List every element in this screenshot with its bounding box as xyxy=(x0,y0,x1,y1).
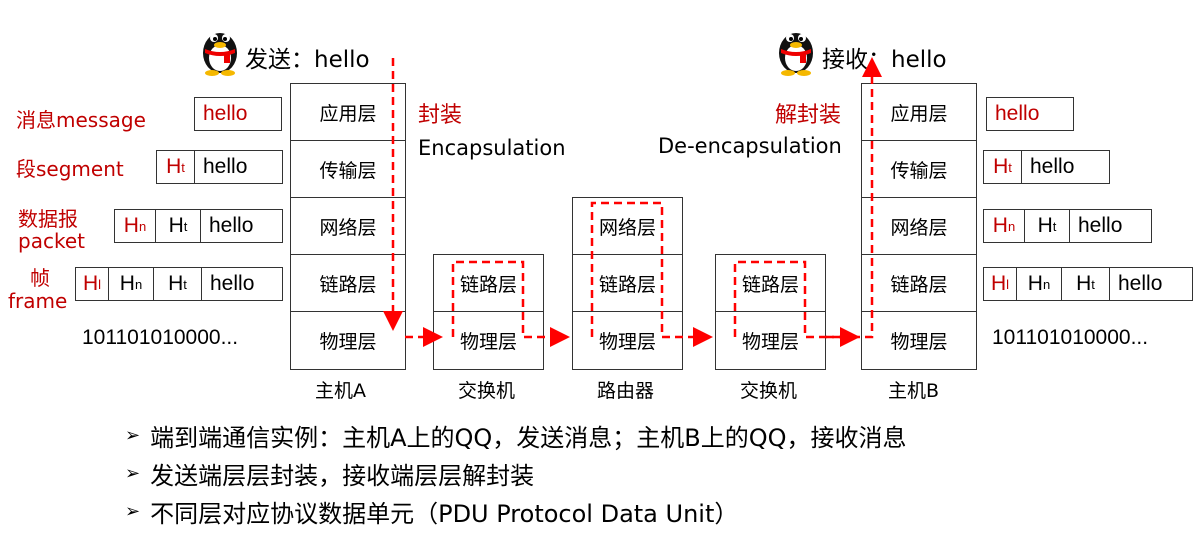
message-pdu: hello xyxy=(194,97,282,131)
encapsulation-cn: 封装 xyxy=(418,103,463,128)
message-pdu: hello xyxy=(986,97,1074,131)
payload: hello xyxy=(209,214,254,237)
app-layer: 应用层 xyxy=(862,84,976,141)
payload: hello xyxy=(1078,214,1123,237)
decapsulation-cn: 解封装 xyxy=(775,103,842,128)
transport-layer: 传输层 xyxy=(291,141,405,198)
qq-penguin-icon xyxy=(203,33,237,76)
physical-layer: 物理层 xyxy=(598,331,656,353)
network-layer: 网络层 xyxy=(862,198,976,255)
arrow-bullet-icon: ➢ xyxy=(125,463,141,484)
pdu-label-segment: 段segment xyxy=(16,157,124,181)
link-layer: 链路层 xyxy=(434,255,543,312)
device-label-router: 路由器 xyxy=(597,380,655,402)
bits-right: 101101010000... xyxy=(992,326,1149,349)
transport-layer: 传输层 xyxy=(862,141,976,198)
host-b-stack: 应用层 传输层 网络层 链路层 物理层 xyxy=(861,83,977,370)
device-label-switch: 交换机 xyxy=(458,380,516,402)
pdu-label-message: 消息message xyxy=(16,108,146,132)
app-layer: 应用层 xyxy=(291,84,405,141)
pdu-label-frame-en: frame xyxy=(8,289,68,313)
link-layer: 链路层 xyxy=(573,255,682,312)
device-label-switch: 交换机 xyxy=(740,380,798,402)
switch2-stack: 链路层 物理层 xyxy=(715,254,826,370)
physical-layer: 物理层 xyxy=(890,331,948,353)
bullet-item: ➢端到端通信实例：主机A上的QQ，发送消息；主机B上的QQ，接收消息 xyxy=(125,424,907,452)
physical-layer: 物理层 xyxy=(319,331,377,353)
link-layer: 链路层 xyxy=(716,255,825,312)
link-layer: 链路层 xyxy=(291,255,405,312)
arrow-bullet-icon: ➢ xyxy=(125,501,141,522)
bullet-item: ➢发送端层层封装，接收端层层解封装 xyxy=(125,462,535,490)
payload: hello xyxy=(1030,155,1075,178)
physical-layer: 物理层 xyxy=(741,331,799,353)
pdu-label-packet-cn: 数据报 xyxy=(18,207,78,231)
network-layer: 网络层 xyxy=(291,198,405,255)
physical-layer: 物理层 xyxy=(459,331,517,353)
payload: hello xyxy=(203,155,248,178)
payload: hello xyxy=(995,102,1040,125)
host-a-stack: 应用层 传输层 网络层 链路层 物理层 xyxy=(290,83,406,370)
receiver-label: 接收：hello xyxy=(822,47,947,73)
decapsulation-en: De-encapsulation xyxy=(658,134,842,158)
sender-label: 发送：hello xyxy=(245,47,370,73)
switch1-stack: 链路层 物理层 xyxy=(433,254,544,370)
router-stack: 网络层 链路层 物理层 xyxy=(572,197,683,370)
payload: hello xyxy=(203,102,248,125)
pdu-label-packet-en: packet xyxy=(18,229,85,253)
network-layer: 网络层 xyxy=(573,198,682,255)
device-label-host-a: 主机A xyxy=(315,380,366,402)
qq-penguin-icon xyxy=(779,33,813,76)
bullet-item: ➢不同层对应协议数据单元（PDU Protocol Data Unit） xyxy=(125,500,739,528)
payload: hello xyxy=(1118,272,1163,295)
device-label-host-b: 主机B xyxy=(888,380,940,402)
pdu-label-frame-cn: 帧 xyxy=(30,266,50,290)
encapsulation-en: Encapsulation xyxy=(418,136,566,160)
payload: hello xyxy=(210,272,255,295)
link-layer: 链路层 xyxy=(862,255,976,312)
bits-left: 101101010000... xyxy=(82,326,239,349)
arrow-bullet-icon: ➢ xyxy=(125,425,141,446)
